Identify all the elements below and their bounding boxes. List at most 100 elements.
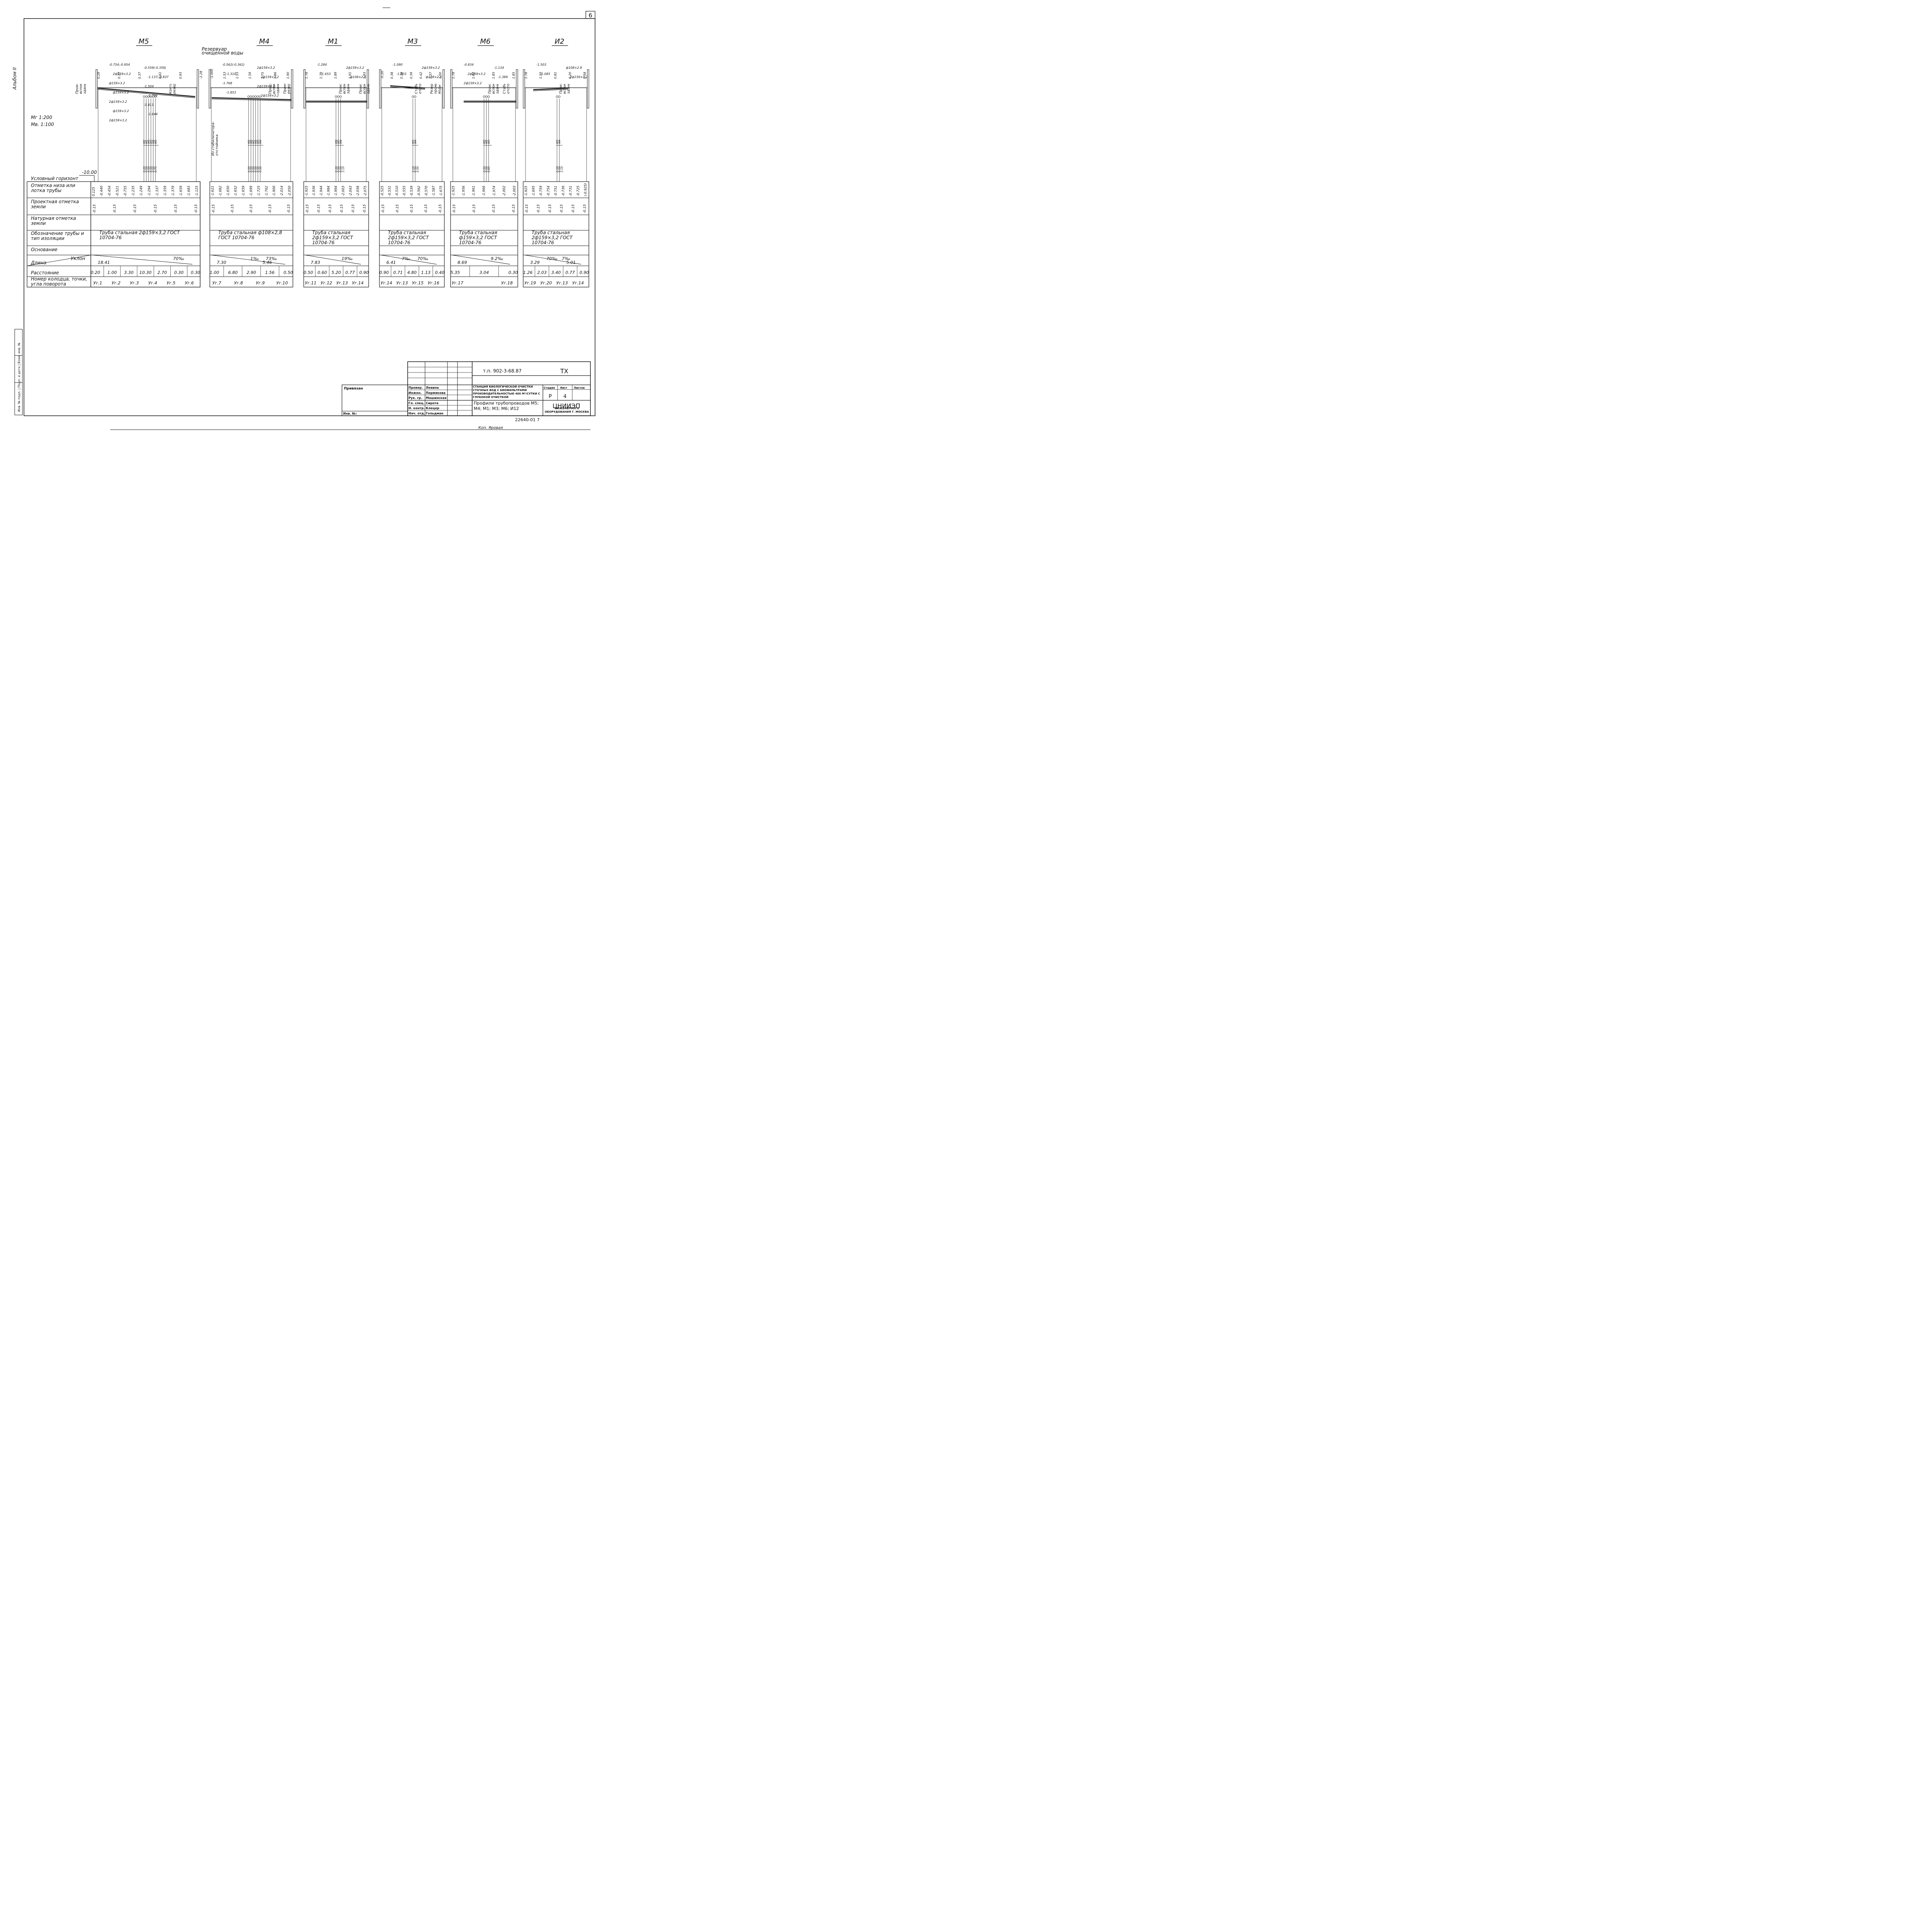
label-slope: Уклон [71, 256, 85, 261]
pipe-tag: М2 [483, 139, 486, 144]
pipe-spec: Труба стальная 2ф159×3,2 ГОСТ 10704-76 [99, 230, 180, 240]
pipe-note: 2ф159×3.2 [346, 66, 364, 70]
pipe-spec-box: Труба стальная 2ф159×3,2 ГОСТ 10704-76 [388, 230, 429, 245]
wall-left [209, 69, 211, 109]
label-node: Номер колодца, точки, угла поворота [31, 277, 87, 287]
sheet-value: 4 [563, 394, 566, 400]
pipe-marker [143, 95, 145, 98]
pipe-note: -0.834 [464, 63, 474, 66]
profile-table [90, 181, 201, 287]
ground-elevation: -0.15 [410, 204, 414, 213]
pipe-tag: М1 [145, 140, 148, 144]
top-elevation: 1.53 [236, 72, 239, 79]
distance-value: 0.77 [345, 270, 355, 275]
pipe-tag: М3 [150, 140, 153, 144]
distance-value: 0.77 [565, 270, 575, 275]
distance-value: 10.30 [139, 270, 152, 275]
doc-mark: ТХ [560, 367, 568, 375]
invert-elevation: -1.659 [242, 186, 246, 196]
depth-value: 0.50 [335, 166, 338, 172]
pipe-spec: Труба стальная ф159×3,2 ГОСТ 10704-76 [459, 230, 497, 245]
distance-value: 0.50 [304, 270, 313, 275]
slope-diagonal [524, 255, 582, 265]
linked-label: Привязан [344, 387, 363, 391]
distance-value: 2.03 [537, 270, 547, 275]
copied-by: Коп. Яровая [478, 426, 503, 430]
top-elevation: -1.000 [210, 69, 214, 79]
invert-elevation: -1.994 [334, 186, 338, 196]
top-elevation: 1.55 [539, 72, 543, 79]
node-label: Уг.13 [556, 281, 568, 286]
pipe-tag: М5 [257, 139, 260, 144]
profile-i2: И2Стабилизатор-отстойникПроизводственно-… [503, 37, 589, 287]
ground-elevation: -0.15 [492, 204, 496, 213]
node-label: Уг.8 [234, 281, 243, 286]
node-label: Уг.14 [572, 281, 584, 286]
pipe-note: -0.754;-0.954 [109, 63, 130, 66]
top-elevation: 0.38 [390, 72, 394, 79]
invert-elevation: -0.754 [547, 186, 551, 196]
invert-elevation: -1.359 [163, 186, 167, 196]
distance-value: 3.04 [480, 270, 489, 275]
label-length: Длина [31, 260, 46, 265]
distance-value: 0.50 [284, 270, 293, 275]
pipe-line-lower [97, 89, 196, 98]
pipe-spec: Труба стальная 2ф159×3,2 ГОСТ 10704-76 [388, 230, 429, 245]
distance-value: 1.56 [265, 270, 275, 275]
ground-elevation: -0.15 [396, 204, 400, 213]
depth-value: 0.85 [488, 166, 491, 172]
pipe-marker [556, 95, 558, 98]
ground-elevation: -0.15 [306, 204, 310, 213]
invert-elevation: -0.510 [395, 186, 399, 196]
invert-elevation: -2.002 [503, 186, 507, 196]
pipe-note: ф159×3.2 [113, 91, 129, 94]
ground-elevation: -0.15 [133, 204, 137, 213]
pipe-note: ф159×3.2 [113, 109, 129, 113]
wall-left [523, 69, 525, 109]
building-label-box: Резервуар очищенной воды [202, 47, 243, 55]
depth-value: 0.50 [337, 166, 340, 172]
pipe-note: -0.559(-0.359) [144, 66, 166, 70]
length-value: 6.41 [386, 260, 396, 265]
pipe-marker [252, 95, 255, 98]
label-natural-box: Натурная отметка земли [31, 216, 76, 226]
building-label-box: Производственно-вспомогательное здание [359, 84, 371, 94]
invert-elevation: -0.454 [108, 186, 112, 196]
node-label: Уг.2 [112, 281, 121, 286]
profile-table [379, 181, 445, 287]
invert-elevation: -2.043 [349, 186, 353, 196]
depth-value: 0.58 [556, 166, 559, 172]
building-label: Приемный резервуар [283, 84, 291, 94]
label-ground: Проектная отметка земли [31, 199, 79, 209]
pipe-tag: М9 [335, 139, 338, 144]
invert-elevation: -1.659 [179, 186, 183, 196]
depth-value: 0.50 [259, 166, 262, 172]
invert-elevation: -1.974 [492, 186, 496, 196]
pipe-tag: М4 [558, 140, 561, 144]
invert-elevation: -1.984 [327, 186, 331, 196]
distance-value: 0.71 [393, 270, 403, 275]
pipe-marker [257, 95, 259, 98]
pipe-note: 2ф159×3.2 [261, 94, 279, 97]
ground-elevation: -0.15 [154, 204, 158, 213]
building-label-box: Контактные резервуары [169, 84, 177, 94]
depth-value: 2.10 [561, 166, 564, 172]
length-value: 8.69 [457, 260, 467, 265]
role-label: Рук. гр. [408, 396, 422, 400]
invert-elevation: -1.936 [312, 185, 316, 196]
org-name: ЦНИИЭП [553, 402, 580, 410]
length-value: 7.83 [311, 260, 320, 265]
pipe-tag: М3 [254, 140, 257, 144]
pipe-tag: М5 [412, 139, 415, 144]
invert-elevation: -1.966 [482, 185, 486, 196]
top-elevation: 0.29 [97, 72, 100, 79]
ground-elevation: -0.15 [472, 204, 476, 213]
ground-elevation: -0.15 [250, 204, 253, 213]
distance-value: 4.80 [407, 270, 417, 275]
top-elevation: 1.59 [248, 72, 252, 79]
pipe-marker [259, 95, 262, 98]
drawing-sheet: 6 Альбом II Инв. № подл. | Подп. и дата … [12, 7, 595, 430]
top-elevation: 0.37 [117, 71, 121, 79]
profile-title: М5 [139, 37, 149, 46]
distance-value: 5.35 [451, 270, 460, 275]
